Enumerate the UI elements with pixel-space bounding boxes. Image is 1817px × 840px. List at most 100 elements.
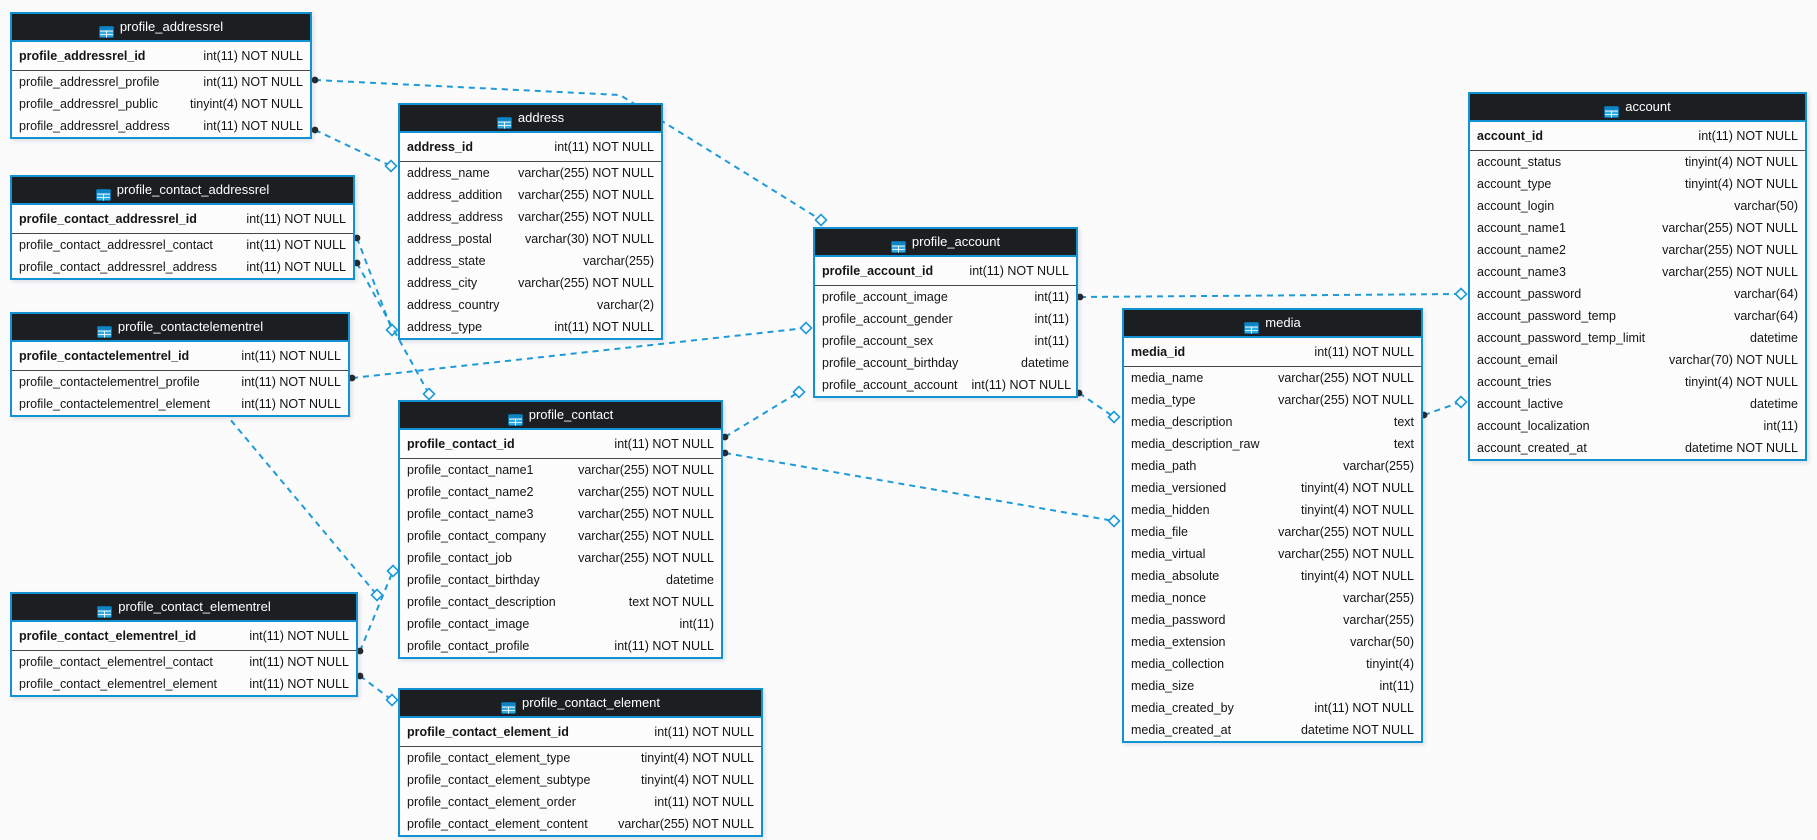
- primary-key-row[interactable]: profile_contactelementrel_id int(11) NOT…: [12, 342, 348, 371]
- entity-table-profile_contactelementrel[interactable]: profile_contactelementrel profile_contac…: [10, 312, 350, 417]
- relationship-line-profile_addressrel-to-profile_account[interactable]: [314, 79, 822, 221]
- table-header[interactable]: address: [400, 105, 661, 133]
- table-header[interactable]: profile_addressrel: [12, 14, 310, 42]
- primary-key-row[interactable]: address_id int(11) NOT NULL: [400, 133, 661, 162]
- primary-key-row[interactable]: account_id int(11) NOT NULL: [1470, 122, 1805, 151]
- primary-key-row[interactable]: profile_contact_id int(11) NOT NULL: [400, 430, 721, 459]
- entity-table-profile_addressrel[interactable]: profile_addressrel profile_addressrel_id…: [10, 12, 312, 139]
- table-header[interactable]: profile_contactelementrel: [12, 314, 348, 342]
- table-header[interactable]: profile_contact: [400, 402, 721, 430]
- entity-table-profile_account[interactable]: profile_account profile_account_id int(1…: [813, 227, 1078, 398]
- relationship-line-profile_contactelementrel-to-element[interactable]: [223, 411, 378, 596]
- entity-table-address[interactable]: address address_id int(11) NOT NULL addr…: [398, 103, 663, 340]
- table-header[interactable]: profile_account: [815, 229, 1076, 257]
- relationship-line-profile_contact_addressrel-to-profile_contact[interactable]: [356, 262, 430, 395]
- relationship-line-profile_account-to-account[interactable]: [1079, 293, 1462, 298]
- table-header[interactable]: account: [1470, 94, 1805, 122]
- primary-key-row[interactable]: profile_addressrel_id int(11) NOT NULL: [12, 42, 310, 71]
- entity-table-profile_contact_element[interactable]: profile_contact_element profile_contact_…: [398, 688, 763, 837]
- relationship-line-profile_contact_elementrel-to-profile_contact[interactable]: [359, 570, 394, 652]
- entity-table-account[interactable]: account account_id int(11) NOT NULL acco…: [1468, 92, 1807, 461]
- entity-table-profile_contact[interactable]: profile_contact profile_contact_id int(1…: [398, 400, 723, 659]
- relationship-line-profile_contact-to-profile_account[interactable]: [724, 391, 800, 438]
- table-header[interactable]: profile_contact_elementrel: [12, 594, 356, 622]
- primary-key-row[interactable]: profile_contact_addressrel_id int(11) NO…: [12, 205, 353, 234]
- entity-table-profile_contact_addressrel[interactable]: profile_contact_addressrel profile_conta…: [10, 175, 355, 280]
- relationship-line-media-to-account[interactable]: [1423, 401, 1462, 416]
- primary-key-row[interactable]: profile_contact_element_id int(11) NOT N…: [400, 718, 761, 747]
- primary-key-row[interactable]: media_id int(11) NOT NULL: [1124, 338, 1421, 367]
- entity-table-profile_contact_elementrel[interactable]: profile_contact_elementrel profile_conta…: [10, 592, 358, 697]
- entity-table-media[interactable]: media media_id int(11) NOT NULL media_na…: [1122, 308, 1423, 743]
- relationship-line-profile_contact_elementrel-to-profile_contact_element[interactable]: [359, 675, 393, 701]
- relationship-line-profile_contact-to-media[interactable]: [724, 452, 1115, 522]
- relationship-line-profile_account-to-media[interactable]: [1078, 392, 1115, 418]
- relationship-line-profile_addressrel-to-address[interactable]: [314, 129, 392, 167]
- table-header[interactable]: profile_contact_addressrel: [12, 177, 353, 205]
- table-header[interactable]: profile_contact_element: [400, 690, 761, 718]
- table-header[interactable]: media: [1124, 310, 1421, 338]
- primary-key-row[interactable]: profile_contact_elementrel_id int(11) NO…: [12, 622, 356, 651]
